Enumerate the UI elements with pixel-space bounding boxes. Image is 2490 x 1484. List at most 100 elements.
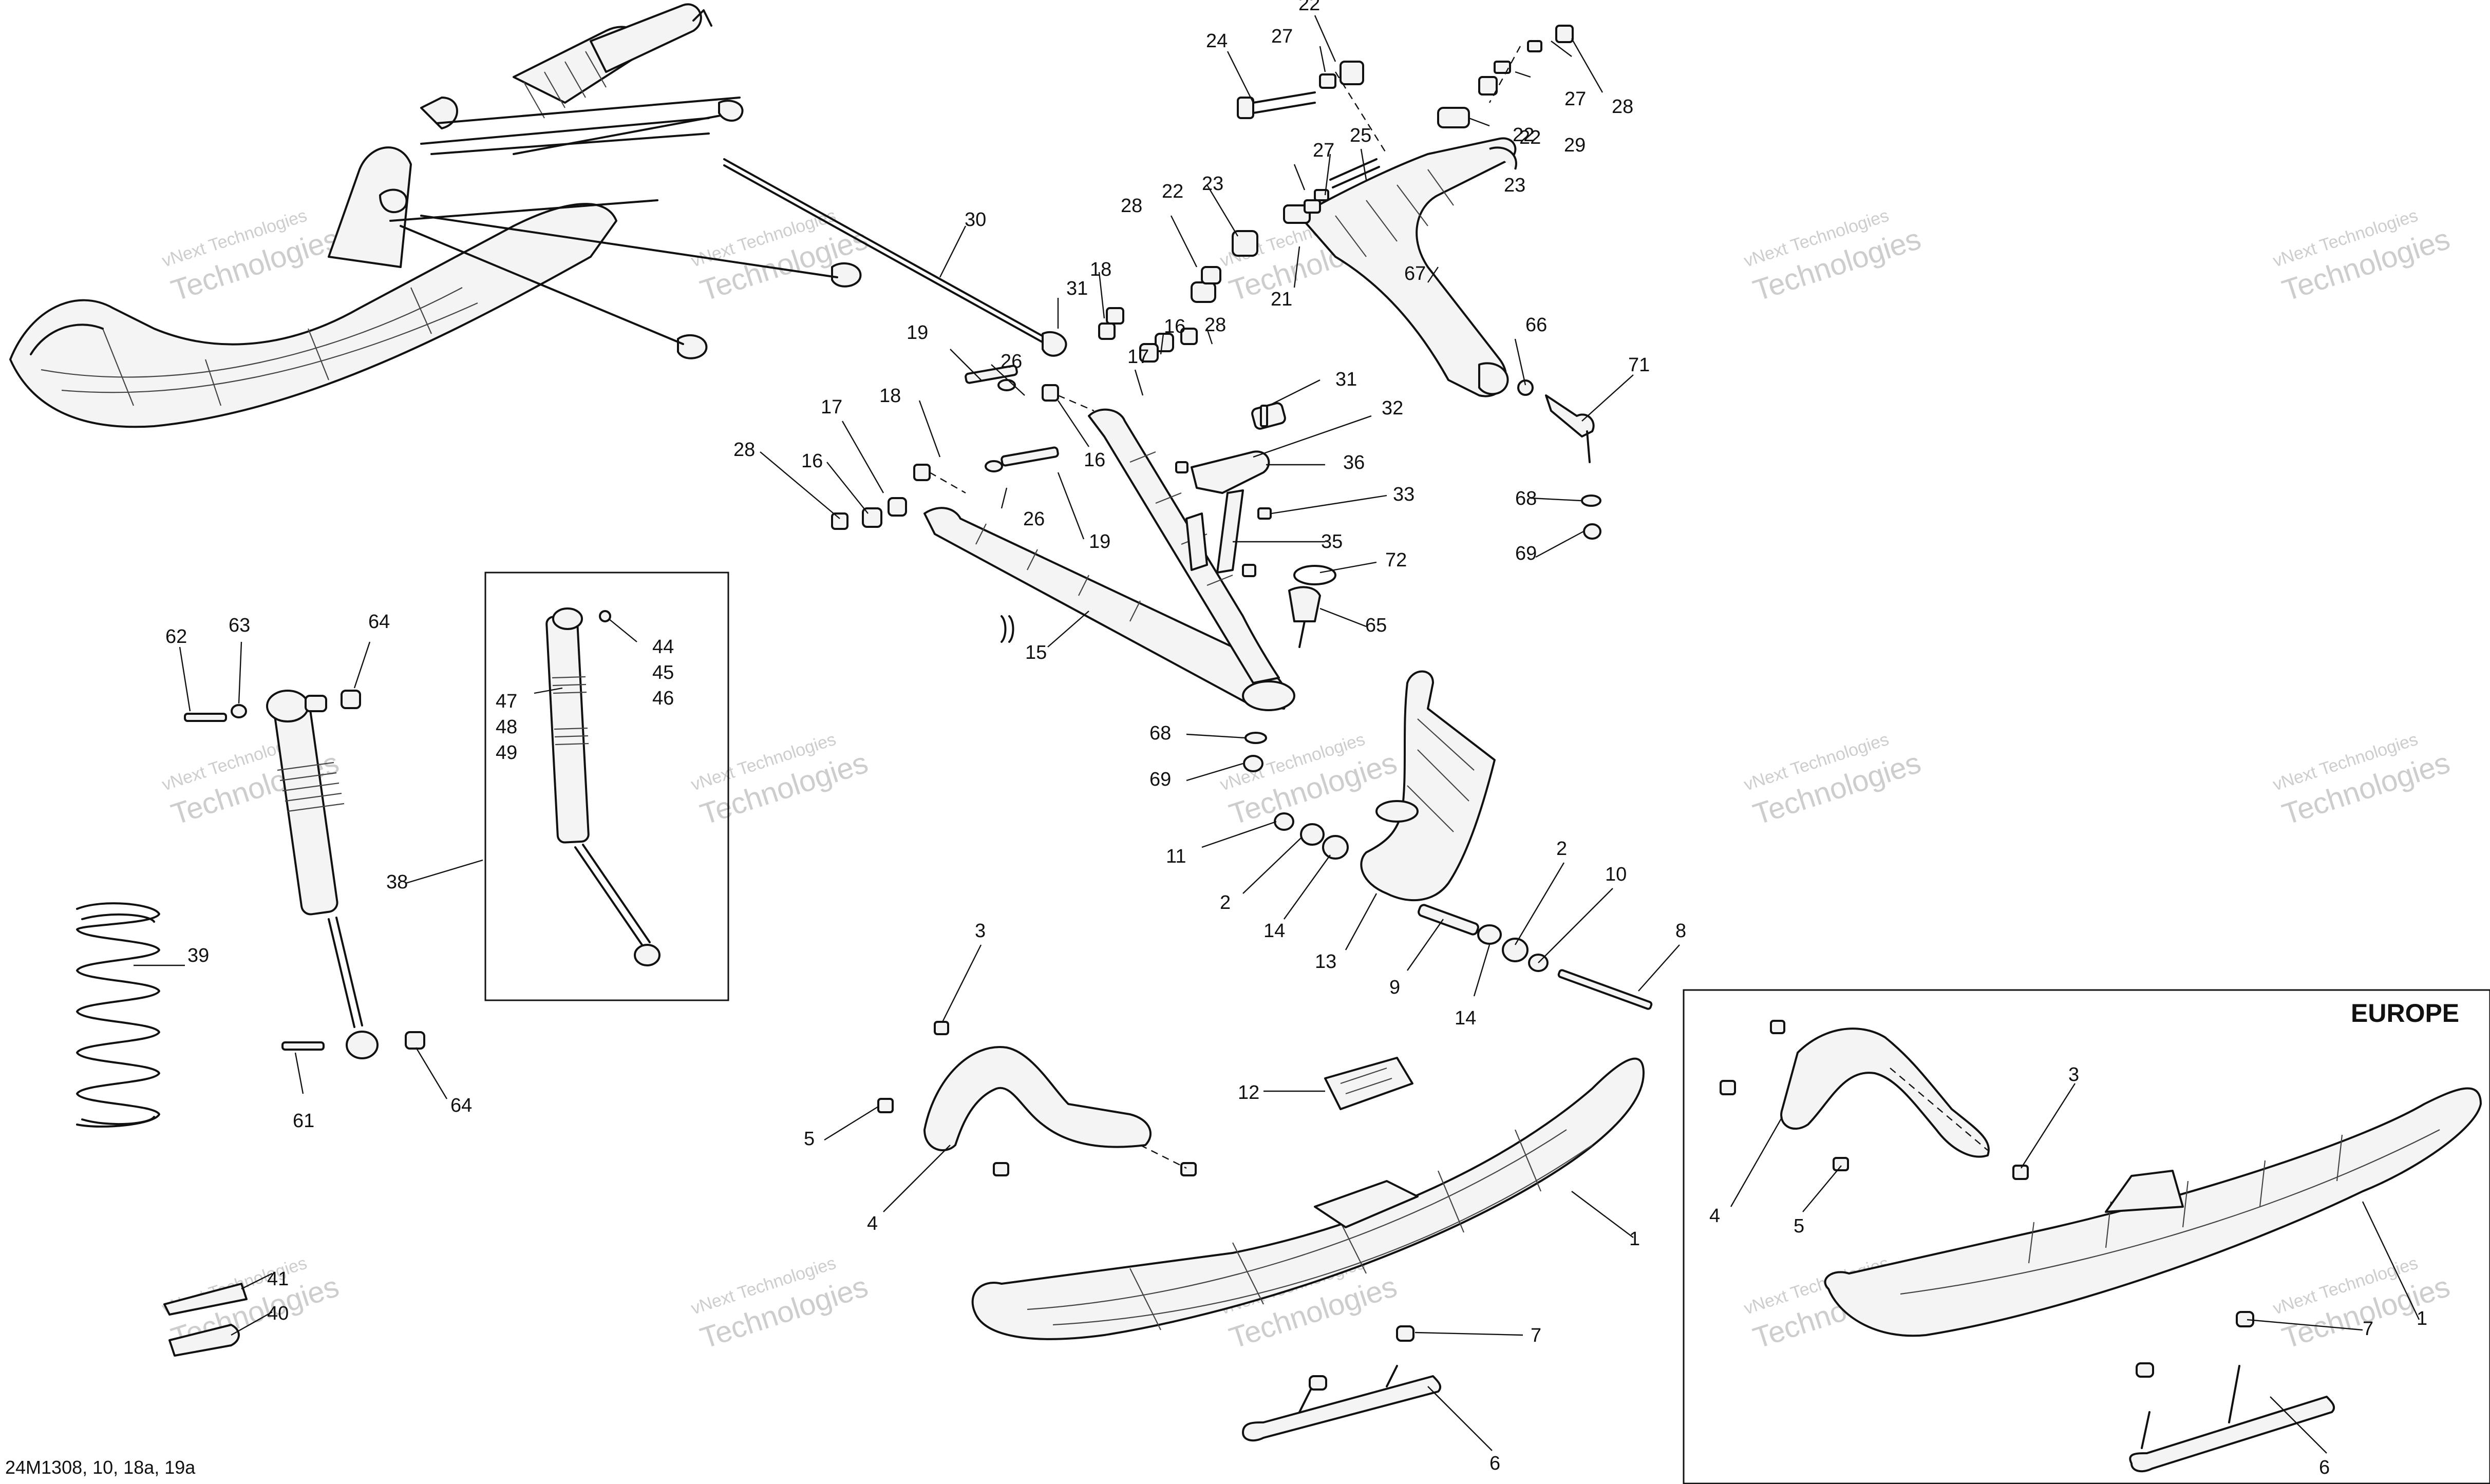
callout: 27 — [1313, 140, 1334, 161]
callout: 26 — [1001, 351, 1022, 372]
callout: 68 — [1515, 488, 1537, 509]
callout: 67 — [1404, 263, 1426, 284]
callout: 9 — [1389, 977, 1400, 998]
callout: 29 — [1564, 135, 1586, 156]
callout: 44 — [652, 636, 674, 658]
leader-lines — [134, 15, 2420, 1454]
callout: 2 — [1220, 892, 1231, 914]
ski-main — [971, 1057, 1645, 1340]
ski-shim — [1324, 1057, 1413, 1110]
lower-arm-hardware — [831, 307, 1198, 643]
europe-variant-box: EUROPE — [1683, 989, 2490, 1484]
callout: 47 — [496, 691, 517, 712]
callout: 41 — [267, 1268, 289, 1290]
spindle — [1360, 670, 1496, 902]
callout: 71 — [1628, 354, 1650, 376]
callout: 16 — [801, 450, 823, 472]
callout: 14 — [1455, 1007, 1476, 1029]
ski-handle — [877, 1021, 1197, 1176]
callout: 27 — [1564, 88, 1586, 110]
watermark: vNext Technologies Technologies — [1742, 206, 1925, 308]
callout: 21 — [1271, 289, 1292, 310]
callout: 17 — [1127, 346, 1149, 368]
watermark: vNext Technologies Technologies — [689, 206, 872, 308]
callout: 19 — [907, 322, 928, 344]
callout: 14 — [1263, 920, 1285, 942]
callout: 65 — [1365, 615, 1387, 636]
callout: 5 — [804, 1128, 815, 1150]
watermarks: vNext Technologies Technologies vNext Te… — [160, 206, 2454, 1355]
callout: 31 — [1335, 369, 1357, 390]
callout: 35 — [1321, 531, 1343, 553]
upper-ball-joint — [1517, 379, 1601, 540]
callout: 23 — [1202, 173, 1223, 195]
steering-rod — [723, 158, 1067, 357]
upper-a-arm — [1298, 137, 1517, 397]
callout: 17 — [821, 396, 842, 418]
callout: 8 — [1675, 920, 1686, 942]
callout: 39 — [187, 945, 209, 966]
callout: 4 — [867, 1213, 878, 1234]
assembled-suspension-ski — [9, 3, 862, 428]
callout: 11 — [1166, 846, 1186, 867]
watermark: vNext Technologies Technologies — [689, 730, 872, 831]
shock-detail-box — [484, 572, 729, 1001]
callout: 22 — [1298, 0, 1320, 15]
steering-arm-link — [1175, 405, 1336, 772]
callout: 30 — [965, 209, 986, 231]
callout: 33 — [1393, 484, 1414, 505]
callout: 12 — [1238, 1082, 1259, 1104]
callout: 49 — [496, 742, 517, 764]
callout: 6 — [1489, 1453, 1500, 1474]
callout: 22 — [1513, 124, 1534, 146]
callout: 72 — [1385, 549, 1407, 571]
callout: 31 — [1066, 278, 1088, 299]
callout: 16 — [1164, 316, 1185, 337]
callout: 40 — [267, 1303, 289, 1324]
callout: 63 — [229, 615, 250, 636]
diagram-reference: 24M1308, 10, 18a, 19a — [5, 1457, 196, 1478]
callouts: 22 24 27 22 27 28 25 22 29 27 23 22 23 2… — [165, 0, 2427, 1478]
callout: 48 — [496, 716, 517, 738]
callout: 22 — [1519, 127, 1541, 148]
callout: 16 — [1084, 449, 1105, 471]
watermark: vNext Technologies Technologies — [2271, 206, 2454, 308]
callout: 3 — [2068, 1064, 2079, 1086]
callout: 18 — [1090, 259, 1111, 280]
callout: 32 — [1382, 397, 1403, 419]
callout: 27 — [1271, 26, 1293, 47]
callout: 10 — [1605, 864, 1627, 885]
callout: 18 — [879, 385, 901, 407]
callout: 4 — [1709, 1205, 1720, 1227]
callout: 69 — [1149, 769, 1171, 790]
lower-a-arm — [923, 408, 1295, 711]
carbide-runner — [1242, 1325, 1442, 1442]
callout: 19 — [1089, 531, 1110, 553]
callout: 68 — [1149, 722, 1171, 744]
callout: 61 — [293, 1110, 314, 1132]
callout: 3 — [975, 920, 986, 942]
watermark: vNext Technologies Technologies — [1742, 730, 1925, 831]
callout: 28 — [733, 439, 755, 461]
callout: 22 — [1162, 181, 1183, 202]
callout: 5 — [1794, 1215, 1804, 1237]
callout: 62 — [165, 626, 187, 648]
callout: 36 — [1343, 452, 1365, 473]
callout: 23 — [1504, 175, 1525, 196]
shock-absorber — [184, 690, 425, 1059]
callout: 46 — [652, 688, 674, 709]
coil-spring — [76, 902, 160, 1128]
upper-arm-hardware — [1191, 25, 1574, 430]
callout: 6 — [2319, 1457, 2330, 1478]
callout: 26 — [1023, 508, 1045, 530]
callout: 15 — [1025, 642, 1047, 663]
callout: 24 — [1206, 30, 1228, 52]
callout: 38 — [386, 871, 408, 893]
callout: 13 — [1315, 951, 1336, 973]
callout: 69 — [1515, 543, 1537, 564]
callout: 2 — [1556, 838, 1567, 860]
callout: 28 — [1121, 195, 1142, 217]
callout: 7 — [1531, 1325, 1541, 1346]
ski-labels-40-41 — [163, 1283, 248, 1357]
